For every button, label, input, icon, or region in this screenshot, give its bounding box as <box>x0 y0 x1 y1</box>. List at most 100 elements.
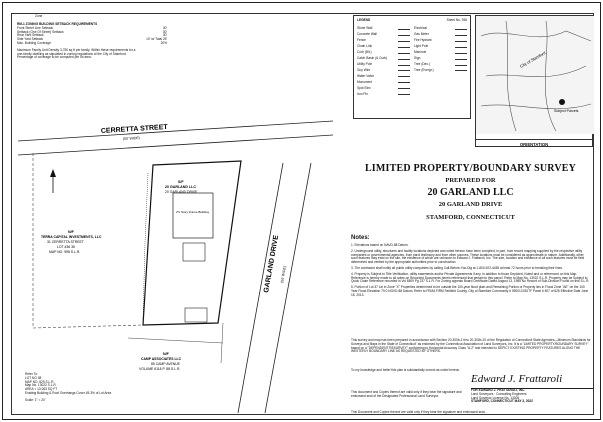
legend-item-label: Concrete Wall <box>357 31 377 36</box>
zoning-row-value: 30' <box>162 33 167 38</box>
legend-item-label: Sign <box>414 55 421 60</box>
garland-line-west <box>237 162 284 414</box>
legend-item-label: Tree (Dec.) <box>414 61 430 66</box>
site-plan: CERRETTA STREET (50' WIDE) GARLAND DRIVE… <box>17 120 334 414</box>
zoning-table: RM-1 ZONING BUILDING SETBACK REQUIREMENT… <box>17 22 167 60</box>
client-name: 20 GARLAND LLC <box>427 187 514 198</box>
zone-label: Zone <box>35 14 43 18</box>
disclaimer-bottom: This Document and Copies thereof are val… <box>351 410 488 414</box>
legend-item-label: Manhole <box>414 49 427 54</box>
legend-item-label: Chain Link <box>357 43 373 48</box>
zoning-row-label: Front Street Line Setback <box>17 25 54 30</box>
legend-item-label: Guy Wire <box>357 67 371 72</box>
building-addition <box>182 242 206 262</box>
orientation-subject: Subject Parcels <box>554 109 579 113</box>
street-right-sub: (50' WIDE) <box>280 266 287 283</box>
legend-symbol-icon <box>398 93 410 96</box>
lot-coverage: Existing Building & Roof Overhangs Cover… <box>25 390 112 395</box>
street-line-north <box>17 120 334 142</box>
street-line-south <box>17 134 334 156</box>
certification-text: This survey and map has been prepared in… <box>351 338 591 354</box>
legend-item: Tree (Evergr.) <box>414 67 467 73</box>
note-item: 5. Portion of Lot 37 Lie in Zone "X" Pro… <box>351 285 589 297</box>
client-address: 20 GARLAND DRIVE <box>438 201 503 208</box>
legend-item-label: Light Pole <box>414 43 429 48</box>
legend-sheet: Sheet No. 396 <box>446 18 467 22</box>
sheet-border <box>11 13 594 415</box>
legend-item: Manhole <box>414 49 467 55</box>
legend-symbol-icon <box>398 27 410 30</box>
legend-symbol-icon <box>455 27 467 30</box>
signature-line: FOR EDWARD J. FRATTAROLI, INC. Land Surv… <box>471 388 593 404</box>
south-parcel-line <box>32 324 144 329</box>
legend-item: Stone Wall <box>357 25 410 31</box>
survey-date: STAMFORD, CONNECTICUT MAY 3, 2022 <box>471 399 533 404</box>
legend-item-label: Curb (Bit.) <box>357 49 372 54</box>
legend-item: Spot Elev. <box>357 86 410 91</box>
legend-symbol-icon <box>398 63 410 66</box>
legend-item-label: Gas Meter <box>414 31 429 36</box>
legend-item: Electrical <box>414 25 467 31</box>
zoning-row-value: 20% <box>160 40 167 45</box>
scale-label: Scale: 1" = 20' <box>25 397 46 402</box>
disclaimer-left: This document and Copies thereof are val… <box>351 390 462 398</box>
fence-line <box>142 172 149 322</box>
zoning-row-value: 10' w/ Total 25' <box>146 37 167 42</box>
south-owner: CAMP ASSOCIATES LLC <box>141 357 182 361</box>
legend-symbol-icon <box>455 33 467 36</box>
stamp-note: Land Surveyor License No. 13005 <box>471 395 520 400</box>
zoning-footnote: Maximum Family Unit Density 3,750 sq ft … <box>17 47 136 60</box>
lot-line: Map No. 13022 S.L.R. <box>25 383 57 388</box>
west-owner: TERRA CAPITAL INVESTMENTS, LLC <box>41 235 102 239</box>
main-addr: 20 GARLAND DRIVE <box>165 190 198 194</box>
lot-line: LOT NO 38 <box>25 375 42 380</box>
street-top-sub: (50' WIDE) <box>123 136 140 141</box>
legend-item: Fire Hydrant <box>414 37 467 43</box>
certification-knowledge: To my knowledge and belief this plan is … <box>351 368 461 372</box>
legend-item: Light Pole <box>414 43 467 49</box>
legend-item-label: Iron Pin <box>357 91 368 96</box>
north-arrow <box>50 169 56 193</box>
zoning-row-label: Rear Yard Setback <box>17 33 44 38</box>
legend-item: Gas Meter <box>414 31 467 37</box>
west-lot: LOT #36 35 <box>57 245 75 249</box>
orientation-box: City of Stamford Subject Parcels ORIENTA… <box>475 15 594 147</box>
legend-item-label: Stone Wall <box>357 25 373 30</box>
legend-item-label: Water Valve <box>357 73 375 78</box>
zoning-row-label: Side Yard Setback <box>17 37 44 42</box>
legend-item: Utility Pole <box>357 62 410 67</box>
legend-item-label: Tree (Evergr.) <box>414 67 434 72</box>
legend-item: Catch Basin (& Curb) <box>357 56 410 61</box>
legend-symbol-icon <box>398 81 410 84</box>
legend-symbol-icon <box>398 69 410 72</box>
note-item: 2. Underground utility, structures and f… <box>351 248 585 265</box>
legend-item-label: Fire Hydrant <box>414 37 432 42</box>
lot-line: AREA = 13,063 SQ FT <box>25 387 58 392</box>
legend-symbol-icon <box>455 39 467 42</box>
lot-line: MAP NO. 825 S.L.R. <box>25 379 55 384</box>
notes-list: 1. Elevations based on NAVD-88 Datum.2. … <box>351 243 591 298</box>
tie-line <box>127 337 224 344</box>
legend-item-label: Monument <box>357 79 373 84</box>
street-top-label: CERRETTA STREET <box>101 124 169 135</box>
signature: Edward J. Frattaroli <box>471 373 563 385</box>
legend-item: Water Valve <box>357 73 410 79</box>
legend-symbol-icon <box>398 75 410 78</box>
zoning-row: Side Yard Setback 10' w/ Total 25' <box>17 37 167 42</box>
legend-item: Concrete Wall <box>357 31 410 37</box>
street-right-label: GARLAND DRIVE <box>263 234 280 293</box>
legend-symbol-icon <box>398 57 410 60</box>
legend-item: Fence <box>357 38 410 43</box>
legend-item: Monument <box>357 79 410 85</box>
legend-item-label: Electrical <box>414 25 427 30</box>
orientation-label: ORIENTATION <box>476 139 592 147</box>
west-id: N/F <box>68 230 75 234</box>
